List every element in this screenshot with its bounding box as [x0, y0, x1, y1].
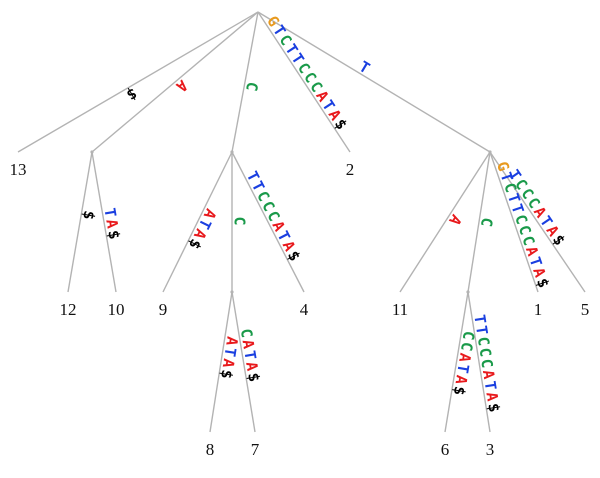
edge-char-A-12-0: $	[79, 209, 98, 221]
edge-char-root-13-0: $	[123, 84, 140, 104]
edge-char-root-T-0: T	[356, 57, 373, 77]
edge-label-A-12: $$	[79, 209, 98, 221]
edge-label-A-10: TA$TA$	[100, 207, 123, 241]
edge-char-CC-7-1: A	[239, 338, 258, 350]
edge-char-root-A-0: A	[173, 76, 192, 96]
leaf-label-13: 13	[10, 160, 27, 179]
edge-A-12	[67, 151, 93, 293]
edge-label-root-T: TT	[356, 57, 373, 77]
leaf-label-8: 8	[206, 440, 215, 459]
edge-char-CC-8-1: T	[221, 346, 240, 358]
edge-root-T	[257, 11, 491, 153]
edge-C-9	[162, 151, 233, 293]
leaf-label-10: 10	[108, 300, 125, 319]
edge-label-C-CC: CC	[231, 216, 249, 225]
edge-char-TC-6-0: C	[459, 330, 478, 342]
edge-char-CC-8-0: A	[222, 335, 241, 347]
leaf-label-3: 3	[486, 440, 495, 459]
edge-char-CC-8-3: $	[217, 368, 236, 380]
internal-node-C	[230, 150, 234, 154]
internal-node-CC	[230, 290, 234, 294]
internal-node-TC	[466, 290, 470, 294]
edge-A-10	[91, 151, 117, 293]
edge-char-TC-3-8: $	[484, 402, 503, 414]
edge-root-13	[17, 11, 259, 153]
leaf-label-12: 12	[60, 300, 77, 319]
edge-label-CC-8: ATA$ATA$	[217, 335, 241, 380]
edge-label-root-A: AA	[173, 76, 192, 96]
edge-char-TC-6-5: $	[450, 385, 469, 397]
leaf-label-4: 4	[300, 300, 309, 319]
edge-TC-6	[444, 291, 469, 433]
edge-char-TC-6-4: A	[452, 374, 471, 386]
edge-char-CC-7-3: A	[242, 360, 261, 372]
edge-char-A-10-2: $	[104, 229, 123, 241]
edge-char-TC-3-3: C	[475, 346, 494, 358]
edge-char-TC-3-4: C	[477, 358, 496, 370]
edge-char-CC-8-2: A	[219, 357, 238, 369]
edge-char-TC-3-7: A	[482, 391, 501, 403]
edge-char-CC-7-2: T	[240, 349, 259, 361]
edge-label-root-C: CC	[242, 80, 261, 92]
leaf-label-6: 6	[441, 440, 450, 459]
leaf-label-11: 11	[392, 300, 408, 319]
leaf-label-7: 7	[251, 440, 260, 459]
edge-labels: $$AACCGTCTTCCCATA$GTCTTCCCATA$TT$$TA$TA$…	[79, 13, 569, 414]
leaf-label-9: 9	[159, 300, 168, 319]
edge-C-4	[231, 151, 305, 293]
edge-lines	[17, 11, 586, 433]
edge-T-1	[489, 151, 539, 293]
edge-T-11	[399, 151, 491, 293]
edge-char-TC-3-5: A	[479, 369, 498, 381]
internal-node-T	[488, 150, 492, 154]
edge-char-CC-7-0: C	[237, 327, 256, 339]
edge-T-5	[489, 151, 586, 293]
edge-CC-8	[209, 291, 233, 433]
internal-node-A	[90, 150, 94, 154]
edge-char-T-TC-0: C	[477, 216, 496, 228]
edge-TC-3	[467, 291, 491, 433]
edge-char-A-10-1: A	[102, 218, 121, 230]
edge-char-TC-3-1: T	[472, 324, 491, 336]
leaf-label-5: 5	[581, 300, 590, 319]
edge-T-TC	[467, 151, 491, 293]
edge-char-TC-6-2: A	[455, 352, 474, 364]
edge-char-A-10-0: T	[100, 207, 119, 219]
edge-char-TC-3-6: T	[481, 380, 500, 392]
leaf-label-1: 1	[534, 300, 543, 319]
edge-CC-7	[231, 291, 256, 433]
edge-root-A	[91, 11, 259, 153]
edge-root-C	[231, 11, 259, 153]
edge-root-2	[257, 11, 351, 153]
edge-char-TC-6-1: C	[457, 341, 476, 353]
edge-char-C-CC-0: C	[231, 216, 249, 225]
edge-char-TC-3-2: C	[474, 335, 493, 347]
edge-char-TC-3-0: T	[470, 313, 489, 325]
edge-char-TC-6-3: T	[453, 363, 472, 375]
edge-char-CC-7-4: $	[244, 371, 263, 383]
edge-char-root-C-0: C	[242, 80, 261, 92]
leaf-label-2: 2	[346, 160, 355, 179]
edge-label-T-TC: CC	[477, 216, 496, 228]
edge-label-root-13: $$	[123, 84, 140, 104]
edge-char-T-11-0: A	[445, 211, 465, 228]
